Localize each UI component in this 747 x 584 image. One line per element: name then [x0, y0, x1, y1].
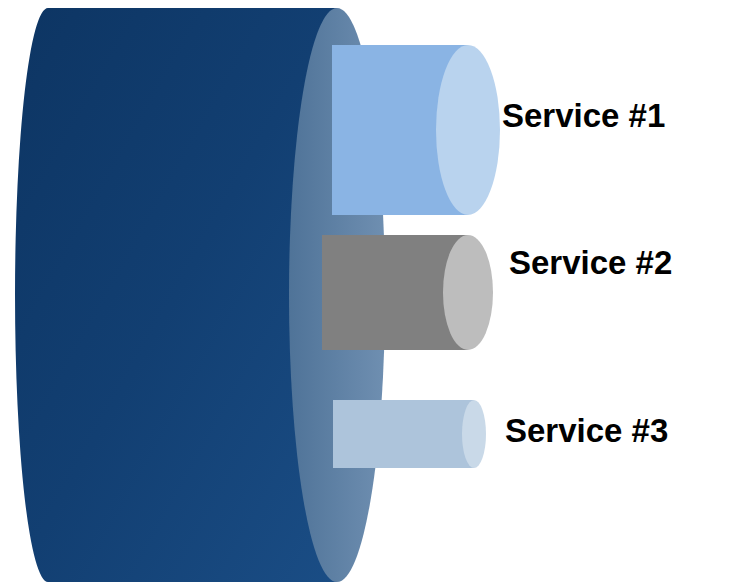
service-cylinder-body: [333, 400, 474, 468]
service-cylinder-end: [462, 400, 486, 468]
service-label: Service #3: [505, 414, 668, 447]
service-label: Service #2: [509, 246, 672, 279]
main-cylinder-body: [15, 8, 337, 582]
service-cylinder-end: [436, 45, 500, 215]
service-label: Service #1: [502, 99, 665, 132]
service-cylinder-end: [443, 235, 493, 350]
